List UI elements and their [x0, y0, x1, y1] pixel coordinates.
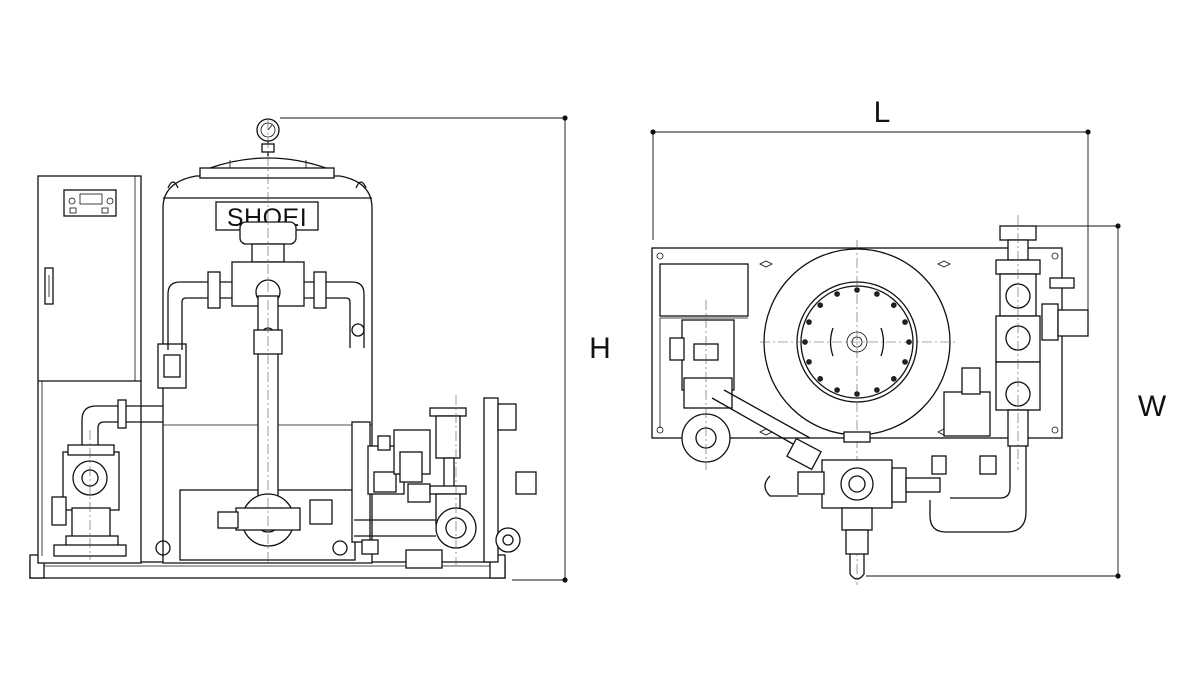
- tank-bolt: [802, 339, 808, 345]
- tank-bolt: [806, 319, 812, 325]
- tank-bolt: [890, 375, 897, 382]
- right-piping-assembly: [354, 395, 537, 569]
- height-dimension-label: H: [589, 332, 611, 365]
- tank-bolt: [834, 291, 840, 297]
- tank-bolt: [890, 302, 897, 309]
- valve-manifold-plan: [764, 459, 941, 580]
- front-elevation-view: SHOEI: [29, 115, 611, 583]
- tank-plan: [760, 240, 955, 585]
- tank-bolt: [902, 319, 908, 325]
- tank-bolt: [854, 391, 860, 397]
- tank-bolt: [902, 359, 908, 365]
- base-skid: [29, 554, 506, 579]
- plan-view: L W: [650, 96, 1167, 585]
- tank-bolt: [817, 375, 823, 382]
- width-dimension: W: [866, 223, 1167, 579]
- tank-bolt: [854, 287, 860, 293]
- main-tank: SHOEI: [155, 118, 373, 565]
- tank-bolt: [874, 291, 880, 297]
- tank-bolt: [874, 387, 880, 393]
- tank-bolt: [834, 387, 840, 393]
- width-dimension-label: W: [1138, 390, 1167, 423]
- height-dimension: H: [280, 115, 611, 583]
- length-dimension-label: L: [874, 96, 891, 129]
- feed-pump: [51, 430, 127, 560]
- tank-bolt: [906, 339, 912, 345]
- tank-bolt: [817, 302, 823, 309]
- control-panel-plan: [659, 263, 749, 428]
- tank-bolt: [806, 359, 812, 365]
- tank-bolt-ring: [802, 287, 912, 397]
- pump-plan: [669, 300, 822, 471]
- length-dimension: L: [650, 96, 1091, 310]
- right-valve-train-plan: [929, 215, 1089, 533]
